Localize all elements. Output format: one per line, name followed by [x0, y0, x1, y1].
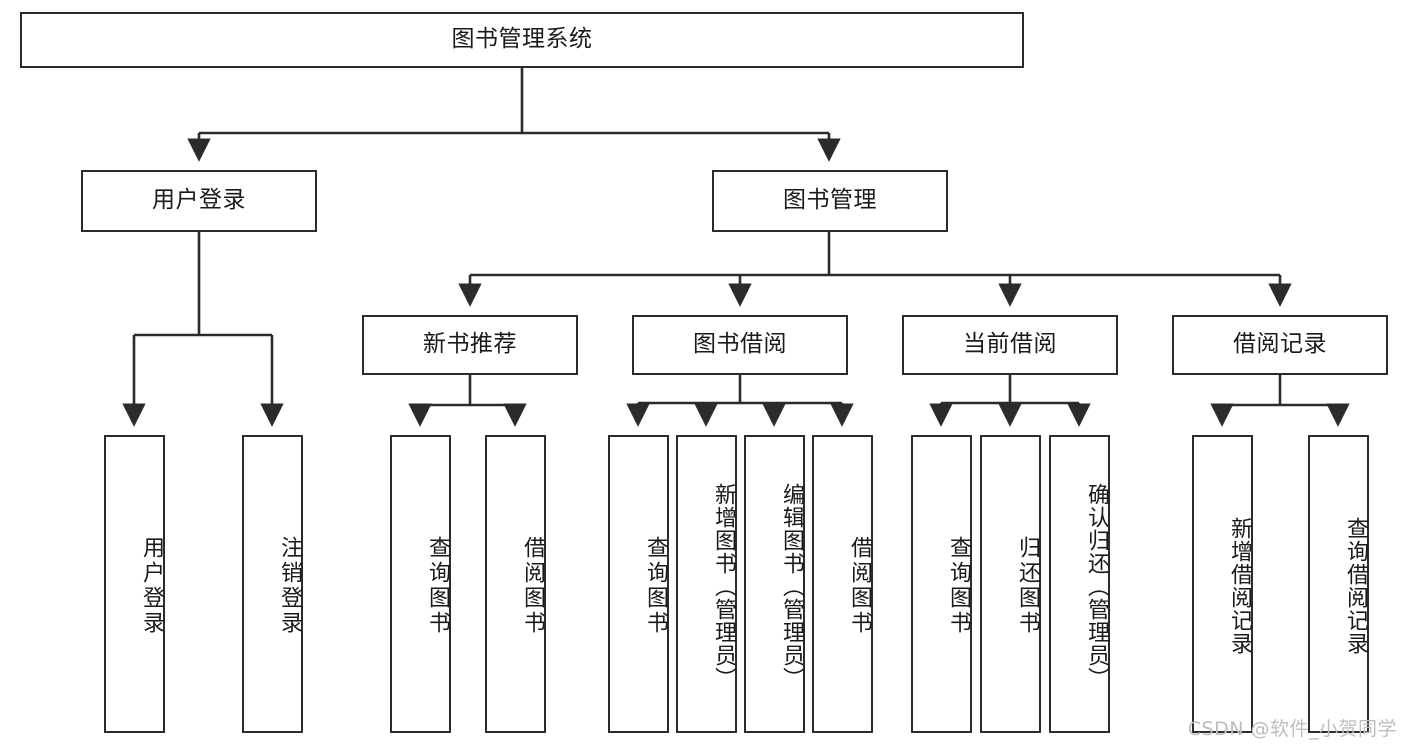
leaf-borrow-book-new[interactable]: 借阅图书 [485, 435, 546, 733]
node-label: 当前借阅 [963, 331, 1057, 358]
node-label: 用户登录 [139, 536, 164, 636]
node-label: 归还图书 [1015, 536, 1040, 636]
node-current-borrowing[interactable]: 当前借阅 [902, 315, 1118, 375]
node-label: 查询图书 [946, 536, 971, 636]
leaf-add-book-admin[interactable]: 新增图书（管理员） [676, 435, 737, 733]
leaf-query-book-new[interactable]: 查询图书 [390, 435, 451, 733]
node-label: 编辑图书（管理员） [779, 482, 804, 690]
node-label: 新增借阅记录 [1227, 517, 1252, 655]
leaf-return-book[interactable]: 归还图书 [980, 435, 1041, 733]
leaf-add-borrow-record[interactable]: 新增借阅记录 [1192, 435, 1253, 733]
node-label: 借阅图书 [847, 536, 872, 636]
leaf-borrow-book[interactable]: 借阅图书 [812, 435, 873, 733]
node-label: 确认归还（管理员） [1084, 482, 1109, 690]
node-label: 借阅记录 [1233, 331, 1327, 358]
node-label: 查询图书 [643, 536, 668, 636]
node-borrow-records[interactable]: 借阅记录 [1172, 315, 1388, 375]
node-label: 查询图书 [425, 536, 450, 636]
leaf-query-book-current[interactable]: 查询图书 [911, 435, 972, 733]
node-label: 图书管理 [783, 187, 877, 214]
node-new-book-recommendation[interactable]: 新书推荐 [362, 315, 578, 375]
node-label: 注销登录 [277, 536, 302, 636]
node-label: 用户登录 [152, 187, 246, 214]
node-label: 新增图书（管理员） [711, 482, 736, 690]
node-root-book-management-system[interactable]: 图书管理系统 [20, 12, 1024, 68]
node-book-borrowing[interactable]: 图书借阅 [632, 315, 848, 375]
node-label: 新书推荐 [423, 331, 517, 358]
node-user-login[interactable]: 用户登录 [81, 170, 317, 232]
node-label: 图书借阅 [693, 331, 787, 358]
csdn-watermark: CSDN @软件_小贺同学 [1187, 718, 1397, 740]
leaf-user-login[interactable]: 用户登录 [104, 435, 165, 733]
leaf-logout[interactable]: 注销登录 [242, 435, 303, 733]
node-label: 借阅图书 [520, 536, 545, 636]
leaf-query-book-borrow[interactable]: 查询图书 [608, 435, 669, 733]
leaf-confirm-return-admin[interactable]: 确认归还（管理员） [1049, 435, 1110, 733]
node-label: 图书管理系统 [451, 26, 593, 53]
leaf-query-borrow-record[interactable]: 查询借阅记录 [1308, 435, 1369, 733]
leaf-edit-book-admin[interactable]: 编辑图书（管理员） [744, 435, 805, 733]
node-book-management[interactable]: 图书管理 [712, 170, 948, 232]
node-label: 查询借阅记录 [1343, 517, 1368, 655]
